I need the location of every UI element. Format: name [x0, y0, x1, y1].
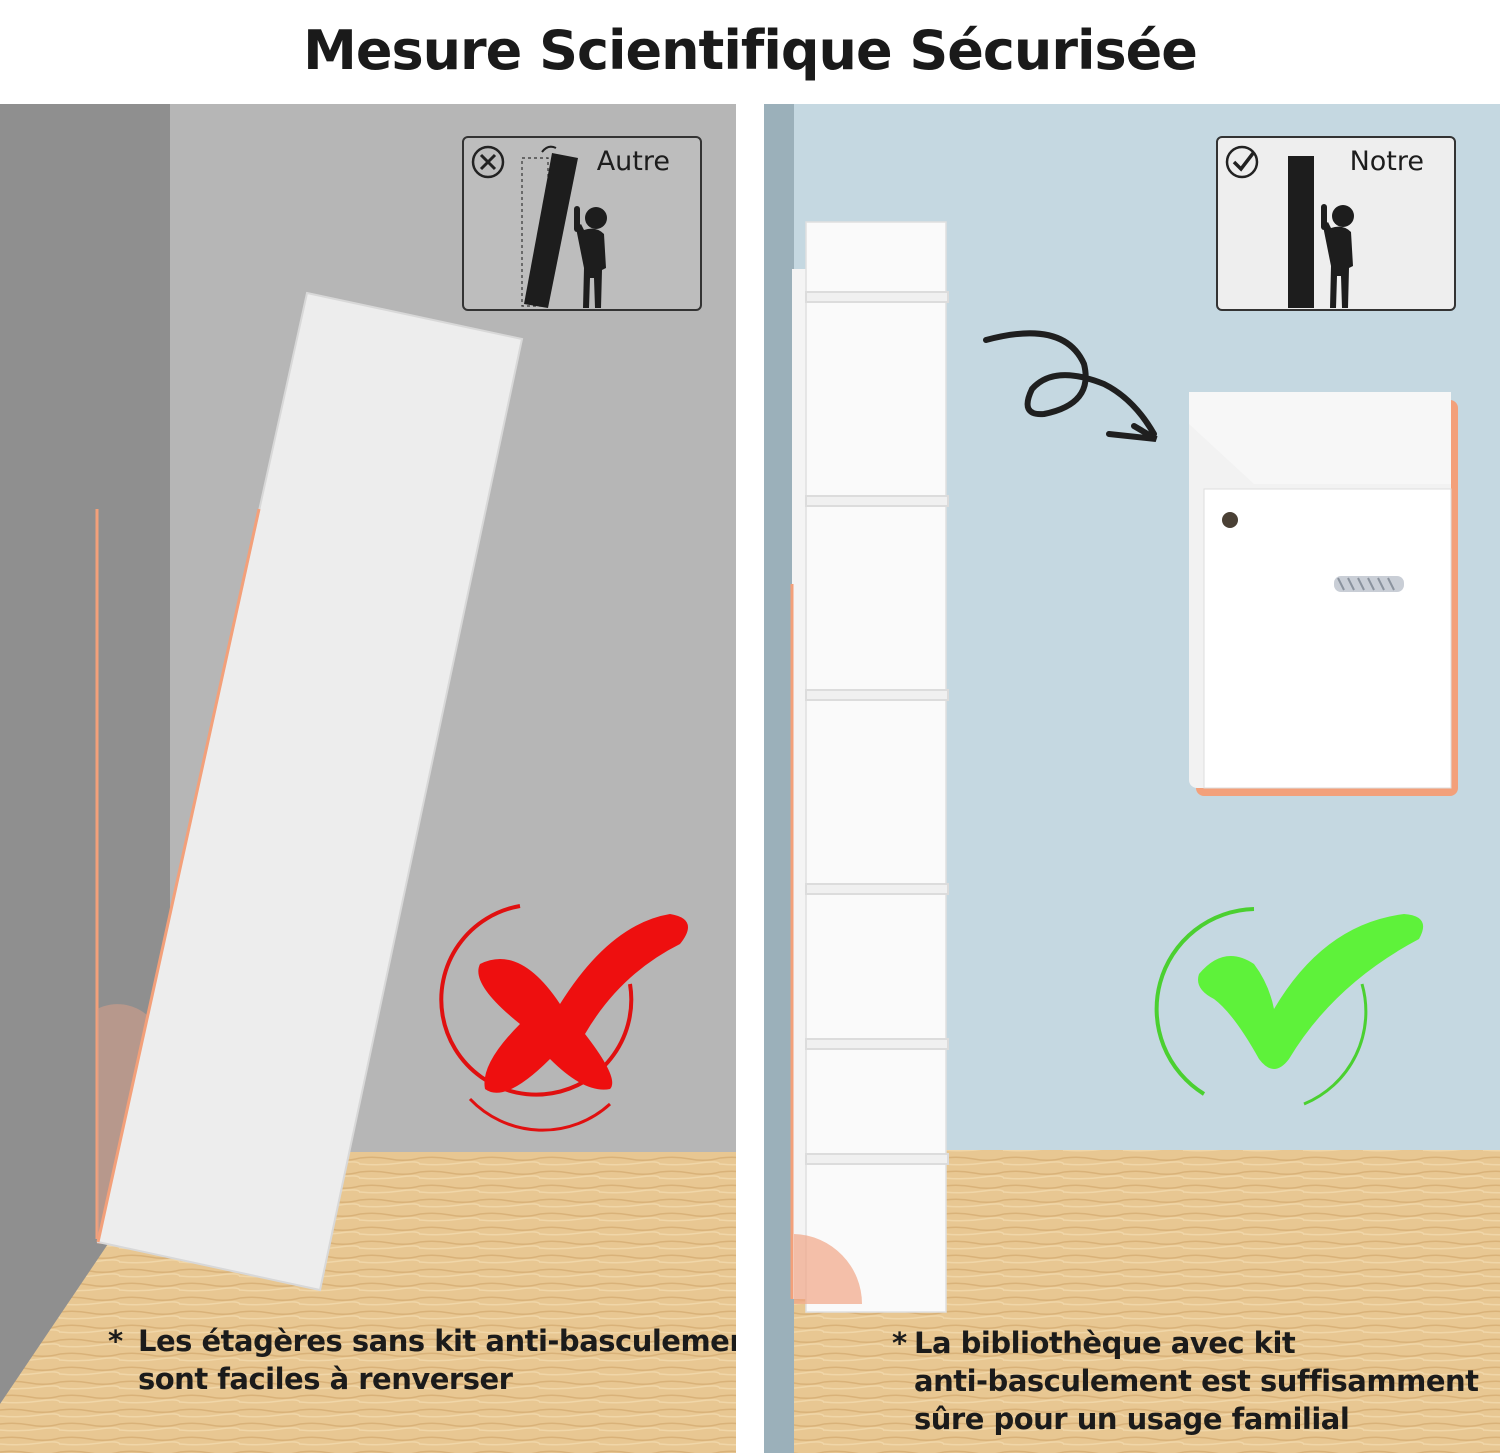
caption-line: sûre pour un usage familial [914, 1402, 1350, 1436]
x-circle-icon [471, 145, 607, 308]
page-title: Mesure Scientifique Sécurisée [303, 18, 1198, 82]
caption-other: * Les étagères sans kit anti-basculement… [108, 1322, 736, 1398]
caption-line: anti-basculement est suffisamment [914, 1364, 1479, 1398]
caption-bullet: * [892, 1326, 907, 1360]
inset-label-other: Autre [596, 146, 670, 177]
caption-line: Les étagères sans kit anti-basculement [138, 1324, 736, 1358]
caption-ours: * La bibliothèque avec kit anti-basculem… [892, 1324, 1494, 1438]
inset-our-bookcase: Notre [1216, 136, 1456, 311]
caption-line: La bibliothèque avec kit [914, 1326, 1296, 1360]
comparison-panel-ours: Notre * La bibliothèque avec kit anti-ba… [764, 104, 1500, 1453]
inset-label-ours: Notre [1349, 146, 1424, 177]
tipping-bookcase-scene [0, 104, 736, 1453]
anchored-bookcase-scene [764, 104, 1500, 1453]
comparison-panel-other: Autre * Les étagères sans kit anti-bascu… [0, 104, 736, 1453]
caption-line: sont faciles à renverser [138, 1362, 513, 1396]
inset-other-bookcase: Autre [462, 136, 702, 311]
caption-bullet: * [108, 1324, 123, 1358]
check-circle-icon [1225, 145, 1354, 308]
